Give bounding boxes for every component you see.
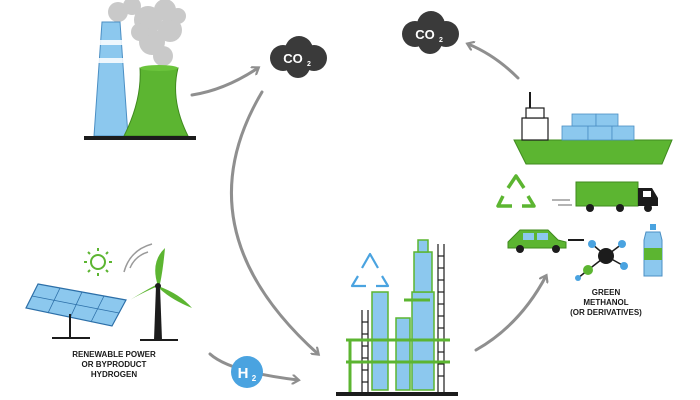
methanol-label-line-2: METHANOL xyxy=(583,298,629,307)
power-plant-icon xyxy=(84,0,196,140)
methanol-plant-icon xyxy=(336,239,458,396)
solar-panel-icon xyxy=(25,283,127,339)
truck-icon xyxy=(552,181,658,212)
arrow-plant-to-methanol xyxy=(474,276,546,352)
renewable-power-label: RENEWABLE POWER OR BYPRODUCT HYDROGEN xyxy=(44,350,184,380)
cargo-ship-icon xyxy=(513,92,673,165)
renewable-label-line-3: HYDROGEN xyxy=(90,370,138,379)
wind-waves-icon xyxy=(123,243,153,273)
renewable-label-line-2: OR BYPRODUCT xyxy=(81,360,147,369)
renewable-label-line-1: RENEWABLE POWER xyxy=(72,350,156,359)
methanol-label-line-3: (OR DERIVATIVES) xyxy=(570,308,642,317)
sun-icon xyxy=(84,248,112,276)
methanol-molecule-icon xyxy=(575,240,628,281)
co2-left-text: CO xyxy=(283,51,303,66)
co2-cloud-right: CO 2 xyxy=(402,11,459,54)
bottle-icon xyxy=(643,224,663,277)
co2-cloud-left: CO 2 xyxy=(270,36,327,78)
h2-text: H xyxy=(238,365,249,382)
recycle-icon-plant xyxy=(350,252,390,288)
co2-left-subscript: 2 xyxy=(307,61,311,68)
arrow-co2-to-plant xyxy=(229,90,318,354)
cooling-tower-icon xyxy=(123,65,189,137)
car-icon xyxy=(507,229,584,253)
smoke-icon xyxy=(108,0,186,66)
wind-turbine-icon xyxy=(130,248,192,341)
h2-badge: H 2 xyxy=(231,356,263,388)
co2-right-subscript: 2 xyxy=(439,37,443,44)
arrow-plant-to-co2 xyxy=(190,68,258,97)
h2-subscript: 2 xyxy=(252,374,257,383)
flow-arrows xyxy=(190,44,546,380)
co2-right-text: CO xyxy=(415,27,435,42)
methanol-label-line-1: GREEN xyxy=(591,288,621,297)
chimney-icon xyxy=(93,21,129,137)
green-methanol-label: GREEN METHANOL (OR DERIVATIVES) xyxy=(546,288,666,318)
recycle-icon-right xyxy=(496,174,536,208)
arrow-ship-to-co2 xyxy=(468,44,520,80)
